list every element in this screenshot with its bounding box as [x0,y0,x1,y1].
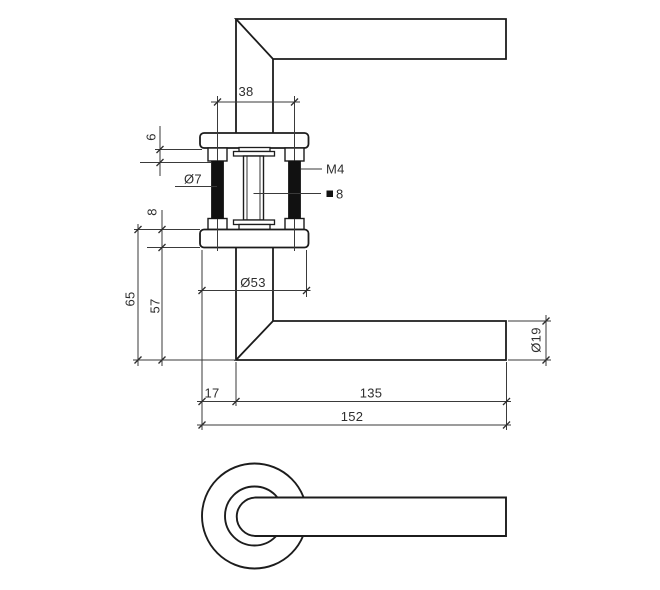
label-57: 57 [148,298,163,313]
top-view [199,18,507,361]
left-threaded-rod [211,160,224,219]
tick [542,317,550,325]
tick [134,356,142,364]
upper-lever-outline [233,18,507,60]
top-rosette [199,132,310,149]
label-152: 152 [341,409,364,424]
threaded-rods [211,160,301,219]
spindle-shaft [242,155,265,221]
front-handle-outline [235,496,507,537]
square-section-icon [326,190,333,197]
bottom-rosette [199,228,310,249]
dimensions [133,101,551,430]
label-135: 135 [360,386,383,401]
label-d19: Ø19 [529,327,544,352]
label-d7: Ø7 [184,172,202,187]
tick [134,225,142,234]
tick [158,243,166,252]
spindle-flange-bottom [232,219,276,226]
tick [302,286,311,295]
label-38: 38 [238,84,253,99]
label-6: 6 [144,133,159,141]
dimension-labels: 38 6 Ø7 M4 8 8 65 57 Ø53 Ø19 17 135 152 [123,84,544,424]
tick [156,158,164,167]
tick [158,356,166,364]
tick [290,98,299,106]
tick [502,421,511,429]
tick [198,286,206,295]
label-65: 65 [123,291,138,306]
label-8: 8 [145,208,160,216]
front-view [201,462,507,570]
label-d53: Ø53 [240,275,265,290]
label-m4: M4 [326,162,345,177]
tick [232,397,240,406]
tick [502,397,511,406]
lower-lever-outline [233,320,507,361]
dimension-ticks [134,98,550,429]
tick [198,397,206,406]
tick [198,421,206,429]
label-sq8: 8 [336,187,344,202]
tick [542,356,550,364]
label-17: 17 [204,386,219,401]
tick [156,145,164,154]
tick [158,225,166,234]
right-threaded-rod [288,160,301,219]
tick [213,98,222,106]
